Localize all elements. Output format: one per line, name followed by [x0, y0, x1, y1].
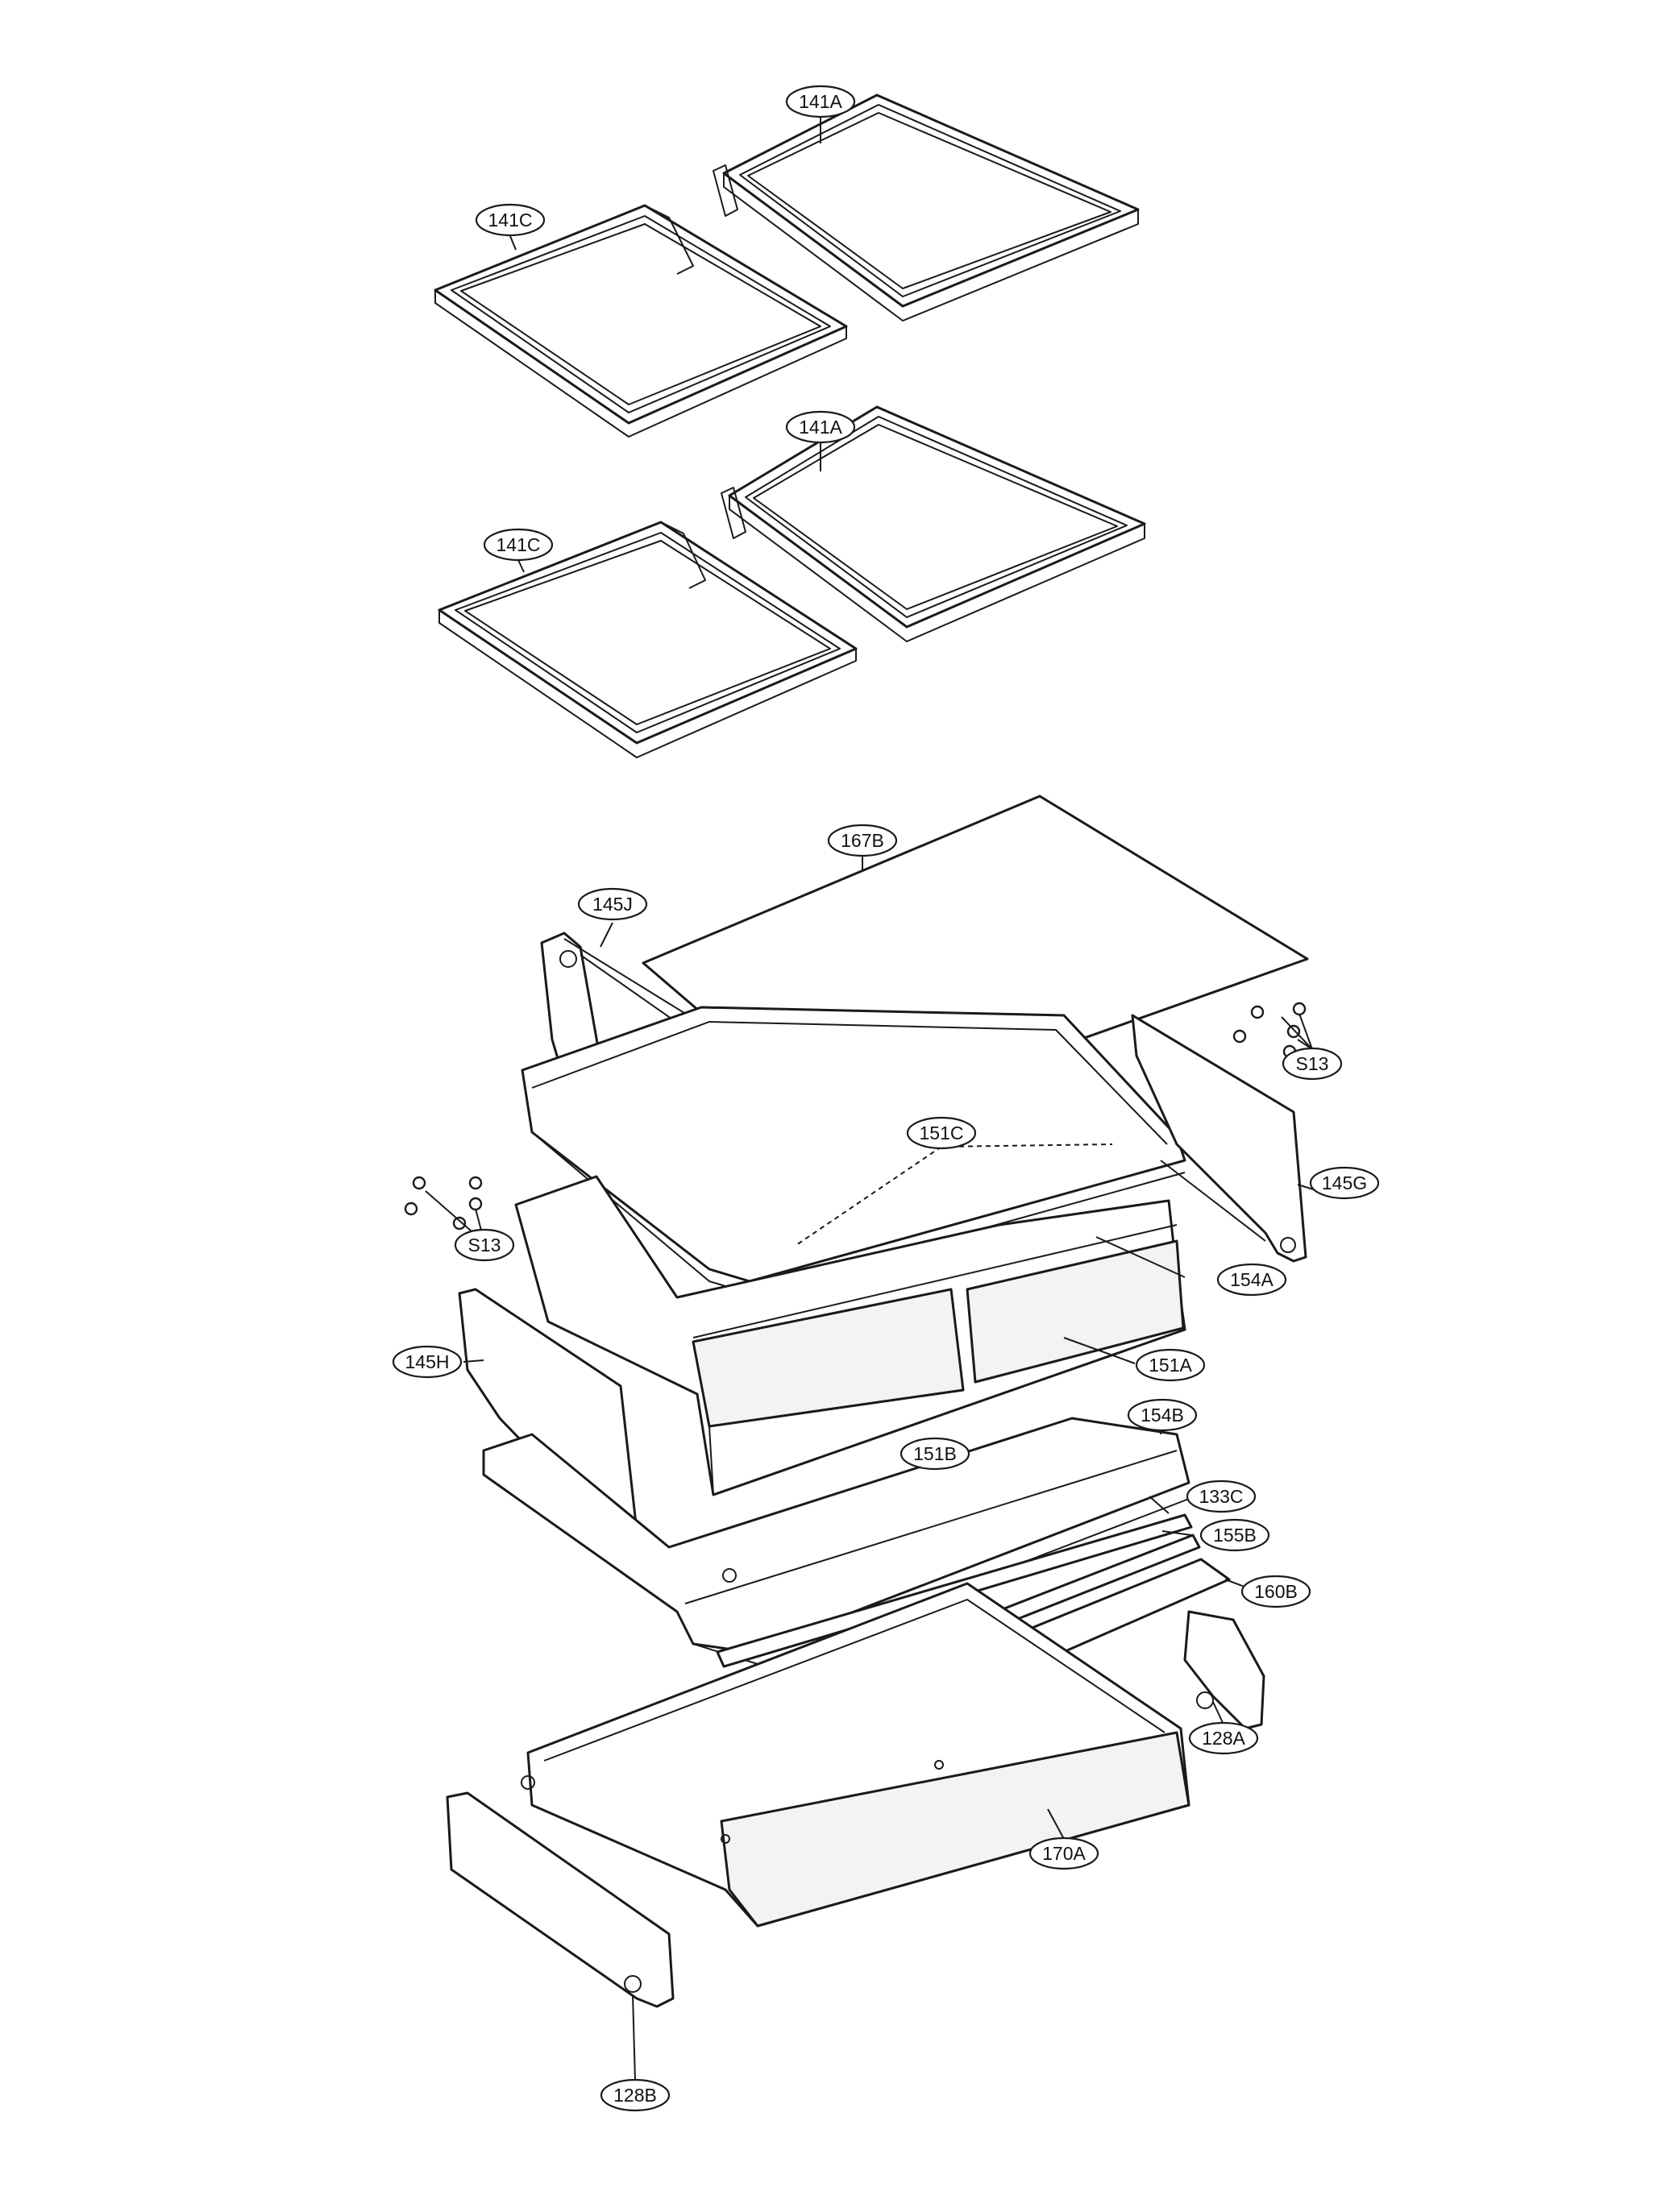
shelf-141a-mid — [721, 405, 1146, 642]
shelf-141c-mid — [438, 521, 858, 758]
callout-160b-label: 160B — [1254, 1581, 1298, 1602]
callout-160b: 160B — [1240, 1575, 1311, 1608]
bracket-128a-right — [1183, 1610, 1265, 1730]
screws-s13-right — [1232, 1002, 1307, 1059]
callout-155b-label: 155B — [1213, 1525, 1257, 1546]
callout-128a-label: 128A — [1202, 1728, 1245, 1749]
callout-151c-label: 151C — [920, 1123, 964, 1143]
bracket-145g — [1131, 1014, 1307, 1263]
callout-141a-mid-label: 141A — [799, 417, 842, 438]
callout-141c-top-label: 141C — [488, 210, 533, 230]
callout-154b: 154B — [1127, 1398, 1198, 1432]
callout-170a-label: 170A — [1042, 1843, 1086, 1864]
screws-s13-left — [404, 1176, 483, 1231]
callout-133c: 133C — [1186, 1480, 1257, 1513]
callout-133c-label: 133C — [1199, 1486, 1244, 1507]
callout-167b: 167B — [827, 824, 898, 857]
callout-s13-left: S13 — [454, 1228, 515, 1262]
callout-154b-label: 154B — [1141, 1405, 1184, 1426]
callout-145h-label: 145H — [405, 1351, 450, 1372]
callout-170a: 170A — [1028, 1836, 1099, 1870]
callout-154a-label: 154A — [1230, 1269, 1274, 1290]
callout-141a-mid: 141A — [785, 410, 856, 444]
callout-128a: 128A — [1188, 1721, 1259, 1755]
callout-s13-right-label: S13 — [1296, 1053, 1329, 1074]
callout-145j: 145J — [577, 887, 648, 921]
callout-128b: 128B — [600, 2078, 671, 2112]
bracket-128b-left — [446, 1568, 737, 2008]
crisper-drawers-151a — [514, 1175, 1186, 1496]
callout-151b: 151B — [900, 1437, 970, 1471]
shelf-141a-top — [713, 93, 1140, 322]
shelf-141c-top — [434, 204, 848, 438]
pantry-drawer-170a — [526, 1582, 1190, 1928]
callout-s13-left-label: S13 — [468, 1235, 501, 1255]
callouts: 141A 141C 141A 141C 167B 145J S13 151C — [392, 85, 1380, 2112]
callout-145g-label: 145G — [1322, 1172, 1367, 1193]
callout-151c: 151C — [906, 1116, 977, 1150]
callout-145g: 145G — [1309, 1166, 1380, 1200]
callout-145j-label: 145J — [592, 894, 633, 915]
callout-s13-right: S13 — [1282, 1047, 1343, 1081]
callout-128b-label: 128B — [613, 2085, 657, 2106]
callout-151a: 151A — [1135, 1348, 1206, 1382]
callout-141c-mid: 141C — [483, 528, 554, 562]
callout-167b-label: 167B — [841, 830, 884, 851]
callout-155b: 155B — [1199, 1518, 1270, 1552]
callout-151a-label: 151A — [1149, 1355, 1192, 1376]
callout-145h: 145H — [392, 1345, 463, 1379]
callout-141c-mid-label: 141C — [497, 534, 541, 555]
callout-151b-label: 151B — [913, 1443, 957, 1464]
callout-154a: 154A — [1216, 1263, 1287, 1297]
callout-141a-top-label: 141A — [799, 91, 842, 112]
callout-141c-top: 141C — [475, 203, 546, 237]
callout-141a-top: 141A — [785, 85, 856, 118]
